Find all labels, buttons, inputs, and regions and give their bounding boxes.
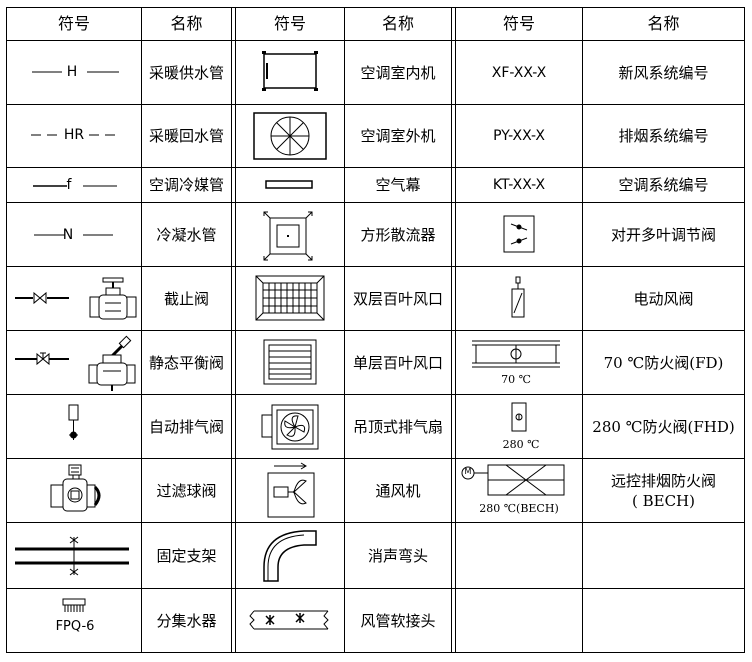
air-curtain-icon <box>265 180 313 189</box>
name-fresh-air-system: 新风系统编号 <box>618 63 709 82</box>
ac-system-code: KT-XX-X <box>492 177 546 193</box>
name-flexible-joint: 风管软接头 <box>360 611 436 630</box>
name-opposed-blade-damper: 对开多叶调节阀 <box>610 225 716 244</box>
refrigerant-pipe-icon <box>33 185 117 187</box>
silencer-elbow-icon <box>263 530 317 582</box>
name-outdoor-unit: 空调室外机 <box>360 127 436 145</box>
name-single-louver: 单层百叶风口 <box>352 353 443 372</box>
header-name-3: 名称 <box>647 14 680 33</box>
header-symbol-3: 符号 <box>502 14 535 33</box>
name-refrigerant-pipe: 空调冷媒管 <box>148 176 224 194</box>
remote-smoke-fire-damper-icon <box>461 464 565 496</box>
static-balance-valve-icon <box>15 335 136 391</box>
header-symbol-1: 符号 <box>57 14 90 33</box>
header-name-2: 名称 <box>381 14 414 33</box>
indoor-unit-icon <box>262 51 318 91</box>
name-square-diffuser: 方形散流器 <box>360 225 436 244</box>
remote-damper-motor-label: M <box>464 467 472 476</box>
name-smoke-exhaust-system: 排烟系统编号 <box>618 127 709 145</box>
fixed-support-icon <box>15 536 129 576</box>
outdoor-unit-icon <box>253 112 327 160</box>
name-remote-smoke-fire-damper-line2: ( BECH) <box>631 491 695 510</box>
name-remote-smoke-fire-damper-line1: 远控排烟防火阀 <box>610 471 716 490</box>
name-static-balance-valve: 静态平衡阀 <box>148 353 224 372</box>
manifold-code: FPQ-6 <box>55 619 95 634</box>
fresh-air-system-code: XF-XX-X <box>491 64 547 81</box>
flexible-joint-icon <box>249 610 329 630</box>
manifold-icon <box>62 598 86 612</box>
name-indoor-unit: 空调室内机 <box>360 63 436 82</box>
refrigerant-pipe-code: f <box>66 177 72 193</box>
header-symbol-2: 符号 <box>273 14 306 33</box>
name-ac-system: 空调系统编号 <box>618 176 709 194</box>
filter-ball-valve-icon <box>50 464 101 512</box>
auto-air-vent-icon <box>68 404 79 440</box>
name-heating-supply-pipe: 采暖供水管 <box>148 63 224 82</box>
name-silencer-elbow: 消声弯头 <box>367 546 428 565</box>
heating-supply-pipe-code: H <box>66 64 78 80</box>
globe-valve-icon <box>15 277 137 320</box>
ventilator-icon <box>267 462 315 518</box>
name-filter-ball-valve: 过滤球阀 <box>156 481 217 500</box>
smoke-exhaust-system-code: PY-XX-X <box>493 128 545 144</box>
opposed-blade-damper-icon <box>503 215 535 253</box>
heating-return-pipe-code: HR <box>63 127 85 143</box>
ceiling-exhaust-fan-icon <box>261 404 319 450</box>
fire-damper-70-label: 70 ℃ <box>501 373 531 386</box>
header-name-1: 名称 <box>170 14 203 33</box>
name-auto-air-vent: 自动排气阀 <box>148 417 224 436</box>
name-ceiling-exhaust-fan: 吊顶式排气扇 <box>352 417 443 436</box>
name-manifold: 分集水器 <box>156 611 217 630</box>
name-double-louver: 双层百叶风口 <box>352 289 443 308</box>
remote-smoke-fire-damper-label: 280 ℃(BECH) <box>479 502 559 515</box>
condensate-pipe-code: N <box>62 227 74 243</box>
heating-supply-pipe-icon <box>32 71 119 73</box>
condensate-pipe-icon <box>34 234 113 236</box>
name-fire-damper-280: 280 ℃防火阀(FHD) <box>592 417 735 436</box>
heating-return-pipe-icon <box>31 134 115 136</box>
name-heating-return-pipe: 采暖回水管 <box>148 127 224 145</box>
fire-damper-280-icon <box>511 402 527 432</box>
fire-damper-280-label: 280 ℃ <box>502 438 540 451</box>
name-fixed-support: 固定支架 <box>156 546 217 565</box>
name-globe-valve: 截止阀 <box>163 289 209 308</box>
name-ventilator: 通风机 <box>375 481 421 500</box>
fire-damper-70-icon <box>472 340 560 368</box>
name-air-curtain: 空气幕 <box>375 176 421 194</box>
single-louver-icon <box>263 339 317 385</box>
electric-damper-icon <box>511 276 525 318</box>
name-electric-damper: 电动风阀 <box>633 289 694 308</box>
name-fire-damper-70: 70 ℃防火阀(FD) <box>603 353 724 372</box>
name-condensate-pipe: 冷凝水管 <box>156 225 217 244</box>
double-louver-icon <box>255 275 325 321</box>
square-diffuser-icon <box>263 211 313 261</box>
name-remote-smoke-fire-damper: 远控排烟防火阀 ( BECH) <box>583 459 744 522</box>
